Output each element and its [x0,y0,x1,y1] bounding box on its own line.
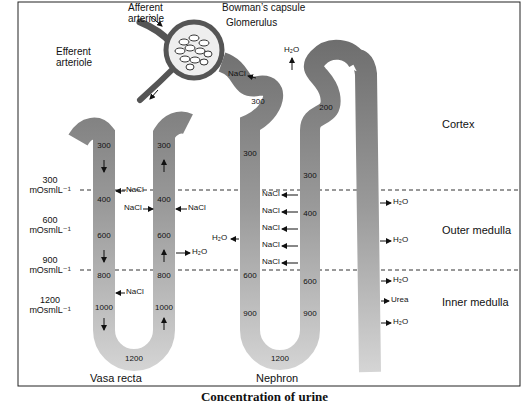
illustration-part [186,64,194,70]
illustration-part [143,209,153,210]
solute-label: H₂O [284,46,299,55]
glomerulus [175,35,212,70]
zone-label: Inner medulla [442,296,509,308]
concentration-label: 1200 mOsmlL⁻¹ [22,296,78,316]
nephron-tube [222,50,358,360]
solute-label: NaCl [188,204,206,213]
solute-label: NaCl [262,258,280,267]
solute-label: H₂O [393,276,408,285]
part-label: Afferent arteriole [128,2,183,24]
part-label: Glomerulus [226,17,277,28]
osmolarity-value: 600 [238,272,262,281]
concentration-label: 300 mOsmlL⁻¹ [22,176,78,196]
illustration-part [176,209,187,210]
osmolarity-value: 300 [152,142,176,151]
illustration-part [164,250,165,262]
structure-label: Vasa recta [90,372,142,384]
illustration-part [282,246,298,247]
bowmans-capsule [166,22,222,78]
illustration-part [381,281,391,282]
osmolarity-value: 800 [152,272,176,281]
osmolarity-value: 1200 [266,355,294,364]
solute-label: NaCl [262,190,280,199]
osmolarity-value: 1000 [152,304,176,313]
illustration-part [180,56,190,62]
frame [18,2,520,386]
solute-label: NaCl [126,288,144,297]
illustration-part [195,48,205,54]
concentration-label: 600 mOsmlL⁻¹ [22,216,78,236]
illustration-part [104,160,105,172]
flow-arrow [150,90,158,99]
illustration-part [175,48,185,54]
solute-label: Urea [391,296,408,305]
solute-label: H₂O [393,318,408,327]
osmolarity-value: 600 [152,232,176,241]
osmolarity-value: 800 [92,272,116,281]
illustration-part [248,76,256,78]
illustration-part [380,203,391,204]
illustration-part [104,318,105,330]
illustration-part [380,241,391,242]
illustration-part [164,160,165,172]
zone-label: Cortex [442,118,474,130]
concentration-label: 900 mOsmlL⁻¹ [22,256,78,276]
osmolarity-value: 300 [238,150,262,159]
illustration-part [200,59,208,65]
solute-label: NaCl [262,224,280,233]
solute-label: NaCl [126,186,144,195]
osmolarity-value: 400 [298,210,322,219]
flow-arrows [104,160,164,330]
osmolarity-value: 1000 [92,304,116,313]
illustration-part [116,293,125,294]
solute-label: H₂O [212,234,227,243]
zone-label: Outer medulla [442,224,511,236]
illustration-part [292,58,293,70]
illustration-part [190,57,200,63]
illustration-part [104,250,105,262]
illustration-part [282,229,298,230]
part-label: Efferent arteriole [56,46,114,68]
solute-label: NaCl [228,70,246,79]
part-label: Bowman’s capsule [222,2,305,13]
illustration-part [282,263,298,264]
illustration-part [381,301,389,302]
illustration-part [164,318,165,330]
solute-label: H₂O [393,198,408,207]
illustration-part [189,35,199,41]
osmolarity-value: 1200 [120,355,148,364]
solute-label: NaCl [262,241,280,250]
solute-label: NaCl [124,204,142,213]
illustration-part [116,191,125,192]
illustration-part [179,39,189,45]
osmolarity-value: 400 [152,196,176,205]
osmolarity-value: 300 [92,142,116,151]
illustration-part [185,45,195,51]
vasa-recta-tube [78,122,188,360]
osmolarity-value: 200 [314,104,338,113]
illustration-part [199,40,209,46]
illustration-part [176,253,190,254]
transport-arrows [116,58,391,323]
illustration-part [204,51,212,57]
structure-label: Nephron [256,372,298,384]
illustration-part [381,323,391,324]
osmolarity-value: 900 [298,310,322,319]
illustration-part [282,212,298,213]
illustration-part [282,195,298,196]
figure-caption: Concentration of urine [0,389,529,405]
osmolarity-value: 400 [92,196,116,205]
osmolarity-value: 300 [246,98,270,107]
solute-label: NaCl [262,207,280,216]
solute-label: H₂O [393,236,408,245]
illustration-part [231,239,239,240]
osmolarity-value: 900 [238,310,262,319]
collecting-duct [352,61,370,373]
solute-label: H₂O [192,248,207,257]
osmolarity-value: 300 [298,172,322,181]
osmolarity-value: 600 [298,278,322,287]
osmolarity-value: 600 [92,232,116,241]
